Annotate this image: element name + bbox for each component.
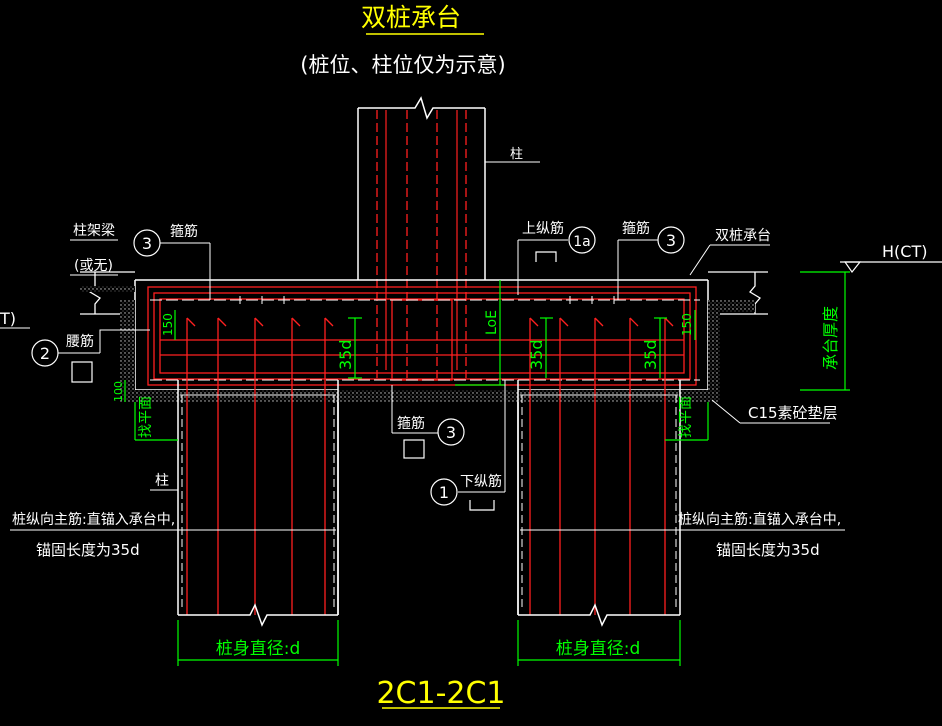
waist-bar-label: 腰筋: [66, 333, 94, 350]
callout-1a-top: 1a: [573, 234, 591, 250]
pile-note-left-1: 桩纵向主筋:直锚入承台中,: [12, 511, 175, 528]
dim-150-left: 150: [161, 313, 175, 336]
stirrup-top-left-label: 箍筋: [170, 223, 198, 240]
dim-150-right: 150: [680, 313, 694, 336]
pile-label: 柱: [155, 473, 169, 489]
pile-left-outline: [177, 380, 339, 627]
pile-rebar-left: [186, 317, 334, 615]
column-label: 柱: [510, 147, 523, 162]
stirrup-top-right-label: 箍筋: [622, 220, 650, 237]
frame-beam-or-none-label: (或无): [74, 258, 113, 274]
drawing-subtitle: (桩位、柱位仅为示意): [300, 53, 505, 77]
callout-3-bottom: 3: [446, 423, 456, 442]
c15-cushion-label: C15素砼垫层: [748, 404, 838, 422]
stirrup-bottom-label: 箍筋: [397, 415, 425, 432]
dim-35d-mid: 35d: [527, 339, 546, 370]
level-right-label: 找平面: [678, 396, 694, 438]
cap-thickness-label: 承台厚度: [821, 306, 840, 370]
edge-t-label: T): [0, 309, 16, 328]
pile-diameter-right: 桩身直径:d: [556, 639, 641, 659]
pile-note-right-1: 桩纵向主筋:直锚入承台中,: [678, 511, 841, 528]
callout-2-left: 2: [40, 344, 50, 363]
dimension-lines: [124, 271, 850, 666]
section-label: 2C1-2C1: [376, 676, 505, 711]
dim-35d-right: 35d: [641, 339, 660, 370]
cap-outline: [134, 279, 709, 615]
top-bar-dashes: [150, 299, 700, 381]
cap-rebar: [147, 286, 697, 386]
column-rebar: [376, 110, 467, 378]
level-left-label: 找平面: [138, 396, 154, 438]
callout-3-top-left: 3: [142, 234, 152, 253]
pile-note-left-2: 锚固长度为35d: [36, 541, 140, 559]
dim-35d-left: 35d: [336, 339, 355, 370]
elevation-mark: [840, 261, 942, 274]
elevation-label: H(CT): [882, 242, 927, 261]
pile-rebar-right: [529, 317, 674, 615]
bottom-long-bar-label: 下纵筋: [460, 473, 502, 490]
pile-note-right-2: 锚固长度为35d: [716, 541, 820, 559]
callout-3-top-right: 3: [666, 231, 676, 250]
top-long-bar-label: 上纵筋: [522, 220, 564, 237]
c15-cushion: [80, 286, 755, 402]
drawing-title: 双桩承台: [361, 3, 461, 32]
pile-diameter-left: 桩身直径:d: [216, 639, 301, 659]
dim-100: 100: [112, 381, 125, 402]
pile-right-outline: [517, 380, 681, 627]
frame-beam-label: 柱架梁: [73, 223, 115, 239]
double-pile-cap-label: 双桩承台: [715, 227, 771, 244]
dim-loe: LoE: [484, 310, 500, 335]
callout-1-bottom: 1: [439, 483, 449, 502]
column-outline: [357, 96, 486, 280]
